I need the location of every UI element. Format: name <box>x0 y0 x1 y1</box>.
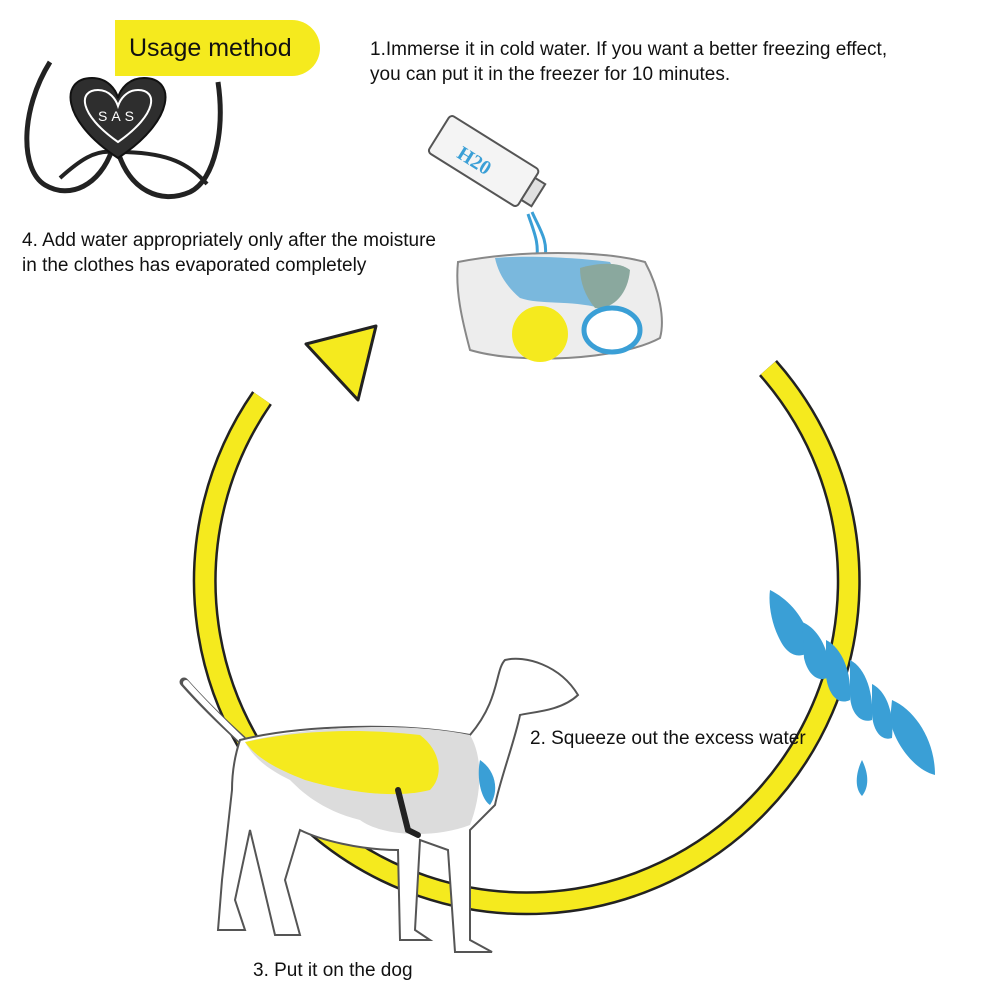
usage-method-title-badge: Usage method <box>115 20 320 76</box>
step-3-instruction: 3. Put it on the dog <box>253 960 413 981</box>
dog-illustration <box>179 657 580 953</box>
sas-logo <box>24 60 223 199</box>
step-1-instruction: 1.Immerse it in cold water. If you want … <box>370 39 888 85</box>
water-bottle-icon <box>427 115 548 263</box>
cycle-arrow-head <box>304 324 378 402</box>
heart-icon <box>69 76 167 160</box>
squeezed-vest-icon <box>769 590 935 796</box>
cycle-arrow-ring-fill <box>195 361 859 913</box>
step-2-instruction: 2. Squeeze out the excess water <box>530 728 806 749</box>
page-title: Usage method <box>129 33 292 62</box>
sas-logo-text: SAS <box>97 108 138 124</box>
step-4-instruction: 4. Add water appropriately only after th… <box>22 230 437 276</box>
cooling-vest-icon <box>456 252 663 362</box>
